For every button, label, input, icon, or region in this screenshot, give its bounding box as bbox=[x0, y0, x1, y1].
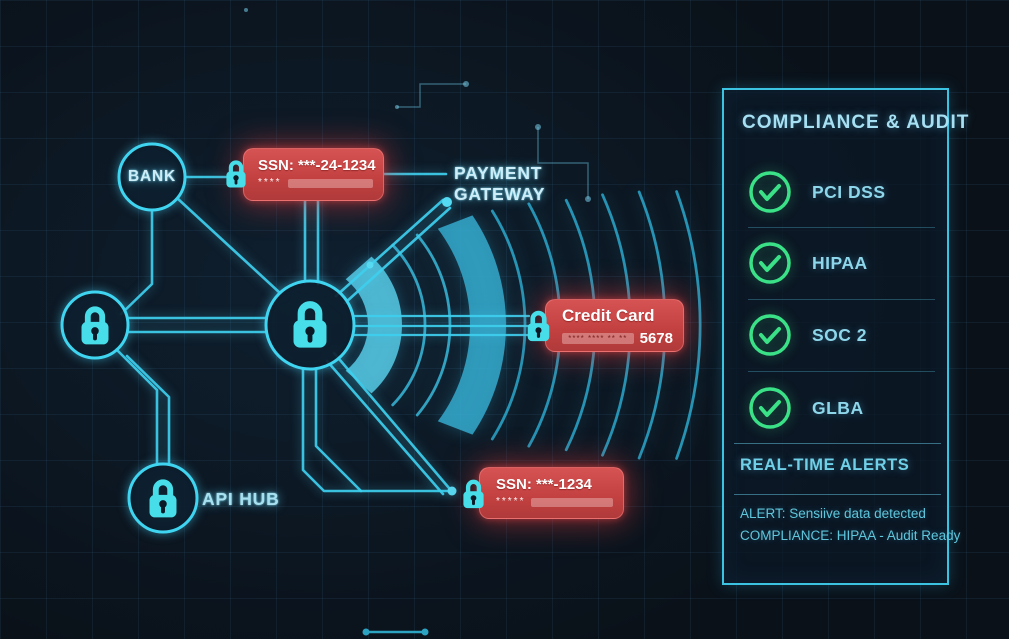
compliance-item-hipaa: HIPAA bbox=[748, 241, 868, 285]
bank-node-label: BANK bbox=[128, 168, 176, 185]
lock-icon bbox=[223, 158, 249, 190]
redaction-bar bbox=[287, 178, 373, 188]
lock-icon bbox=[524, 308, 553, 344]
lock-icon bbox=[460, 477, 487, 511]
divider bbox=[748, 227, 935, 228]
divider bbox=[748, 371, 935, 372]
card-last4: 5678 bbox=[639, 330, 673, 347]
check-circle-icon bbox=[749, 387, 791, 429]
divider bbox=[734, 443, 941, 444]
masked-data-row: **** bbox=[258, 178, 373, 188]
circuit-traces bbox=[244, 8, 591, 202]
api-hub-node bbox=[127, 462, 199, 534]
compliance-item-pci-dss: PCI DSS bbox=[748, 170, 886, 214]
masked-data-row: ***** bbox=[496, 497, 613, 507]
compliance-item-label: PCI DSS bbox=[812, 181, 886, 202]
payment-gateway-label: PAYMENT GATEWAY bbox=[454, 163, 545, 204]
masked-digits: **** bbox=[258, 177, 282, 188]
divider bbox=[734, 494, 941, 495]
firewall-node-left bbox=[60, 290, 130, 360]
masked-digits: **** **** ** ** bbox=[568, 333, 628, 343]
compliance-item-soc2: SOC 2 bbox=[748, 313, 867, 357]
real-time-alerts-title: REAL-TIME ALERTS bbox=[740, 456, 910, 474]
alert-message-2: COMPLIANCE: HIPAA - Audit Ready bbox=[740, 528, 961, 543]
check-circle-icon bbox=[749, 242, 791, 284]
bank-node bbox=[117, 142, 187, 212]
compliance-item-glba: GLBA bbox=[748, 386, 864, 430]
masked-data-row: **** **** ** ** 5678 bbox=[562, 330, 673, 347]
redaction-bar: **** **** ** ** bbox=[562, 333, 634, 344]
alert-message-1: ALERT: Sensiive data detected bbox=[740, 506, 926, 521]
compliance-audit-panel: COMPLIANCE & AUDIT PCI DSS HIPAA SOC 2 bbox=[722, 88, 968, 585]
api-hub-label: API HUB bbox=[202, 489, 280, 509]
compliance-item-label: GLBA bbox=[812, 397, 864, 418]
payment-gateway-line1: PAYMENT bbox=[454, 163, 543, 183]
ssn-top-value: SSN: ***-24-1234 bbox=[258, 157, 376, 174]
network-wires bbox=[114, 172, 534, 496]
redaction-bar bbox=[531, 497, 613, 507]
ssn-bottom-value: SSN: ***-1234 bbox=[496, 476, 592, 493]
compliance-item-label: HIPAA bbox=[812, 252, 868, 273]
payment-gateway-line2: GATEWAY bbox=[454, 183, 546, 204]
network-nodes bbox=[60, 142, 356, 534]
firewall-node-central bbox=[264, 279, 356, 371]
ssn-alert-box-bottom: SSN: ***-1234 ***** bbox=[479, 467, 624, 519]
compliance-item-label: SOC 2 bbox=[812, 324, 868, 345]
check-circle-icon bbox=[749, 314, 791, 356]
check-circle-icon bbox=[749, 171, 791, 213]
credit-card-title: Credit Card bbox=[562, 306, 655, 325]
panel-title: COMPLIANCE & AUDIT bbox=[742, 112, 970, 133]
divider bbox=[748, 299, 935, 300]
masked-digits: ***** bbox=[496, 496, 526, 507]
credit-card-alert-box: Credit Card **** **** ** ** 5678 bbox=[545, 299, 684, 352]
ssn-alert-box-top: SSN: ***-24-1234 **** bbox=[243, 148, 384, 201]
bottom-progress-line bbox=[362, 628, 429, 636]
